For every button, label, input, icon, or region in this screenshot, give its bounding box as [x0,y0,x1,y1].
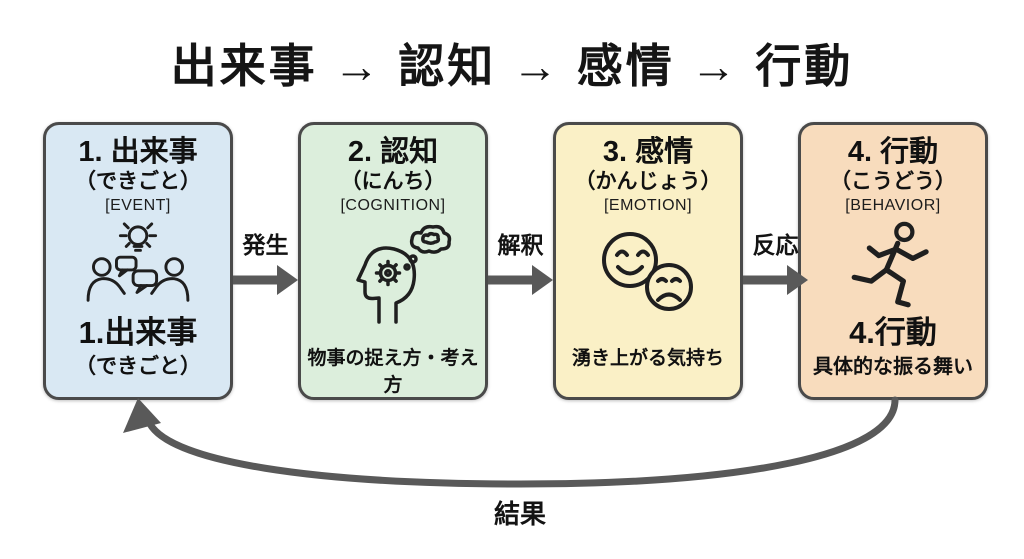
right-arrow-icon [488,265,553,295]
box-cognition: 2. 認知 （にんち） [COGNITION] 物事の捉え方・考え方 [298,122,488,400]
box-cognition-english: [COGNITION] [340,197,446,215]
arrow-reaction-label: 反応 [752,232,799,258]
box-event: 1. 出来事 （できごと） [EVENT] 1.出来事 [43,122,233,400]
box-emotion-title: 3. 感情 [602,136,694,168]
box-cognition-description: 物事の捉え方・考え方 [307,348,479,397]
box-event-english: [EVENT] [105,197,171,215]
box-behavior-description: 具体的な振る舞い [813,355,973,378]
arrow-occurrence-label: 発生 [242,232,289,258]
box-emotion-description: 湧き上がる気持ち [571,348,724,370]
box-event-reading: （できごと） [75,169,201,193]
right-arrow-icon [743,265,808,295]
box-event-bottom-reading: （できごと） [75,354,201,378]
box-behavior-reading: （こうどう） [830,169,956,193]
right-arrow-icon [233,265,298,295]
box-cognition-reading: （にんち） [340,169,446,193]
people-talking-lightbulb-icon [79,219,197,313]
happy-sad-faces-icon [586,219,710,327]
box-emotion-english: [EMOTION] [603,197,693,215]
box-behavior-bottom-title: 4.行動 [849,315,937,351]
box-emotion-reading: （かんじょう） [574,169,722,193]
diagram-title: 出来事 → 認知 → 感情 → 行動 [170,40,854,92]
arrow-interpretation-label: 解釈 [497,232,544,258]
box-behavior-title: 4. 行動 [847,136,939,168]
arrow-interpretation: 解釈 [488,226,553,296]
box-behavior-english: [BEHAVIOR] [845,197,941,215]
arrow-occurrence: 発生 [233,226,298,296]
feedback-label: 結果 [493,499,546,529]
box-behavior: 4. 行動 （こうどう） [BEHAVIOR] 4.行動 具体的な振る舞い [798,122,988,400]
thinking-head-gear-icon [332,219,454,327]
running-person-icon [841,219,945,313]
box-event-bottom-title: 1.出来事 [78,315,198,351]
box-event-title: 1. 出来事 [78,136,198,168]
arrow-reaction: 反応 [743,226,808,296]
box-emotion: 3. 感情 （かんじょう） [EMOTION] 湧き上がる気持ち [553,122,743,400]
box-cognition-title: 2. 認知 [347,136,439,168]
